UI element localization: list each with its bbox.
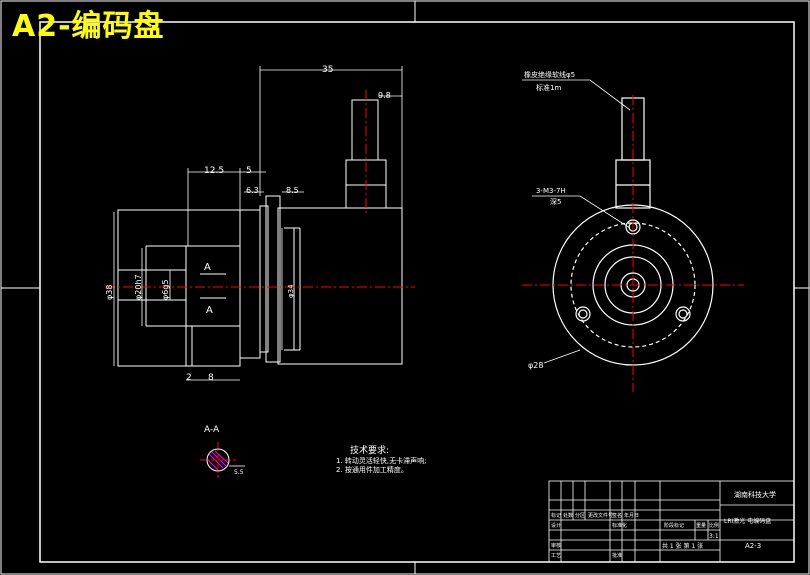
section-mark-top: A: [204, 262, 211, 273]
tb-h2: 分区: [575, 512, 585, 519]
tech-item-2: 2. 按通用件加工精度。: [336, 465, 408, 474]
tb-approve: 批准: [612, 552, 622, 559]
dim-20h7: φ20h7: [134, 274, 143, 300]
tb-sheet-info: 共 1 张 第 1 张: [662, 542, 703, 550]
tb-part-name: LRI激光 电编码盘: [724, 517, 771, 525]
dim-38: φ38: [105, 285, 114, 300]
tech-heading: 技术要求:: [350, 444, 389, 456]
dim-28: φ28: [528, 361, 543, 370]
dim-2: 2: [186, 373, 192, 383]
dim-8: 8: [208, 373, 214, 383]
tb-h4: 签名: [612, 512, 622, 519]
tb-school: 湖南科技大学: [734, 490, 776, 499]
cable-note-2: 标准1m: [536, 83, 561, 92]
section-mark-bottom: A: [206, 305, 213, 316]
dim-5: 5: [246, 166, 252, 176]
tb-scale: 3:1: [709, 533, 719, 540]
leaders: [522, 79, 631, 364]
tb-h3: 更改文件号: [588, 512, 613, 519]
tb-weight: 重量: [696, 522, 706, 529]
tb-stage: 阶段标记: [664, 522, 684, 529]
dim-34: φ34: [287, 284, 295, 298]
thread-note-2: 深5: [550, 197, 561, 206]
tech-item-1: 1. 转动灵活轻快,无卡滞声响;: [336, 456, 427, 465]
tb-r0: 设计: [551, 522, 561, 529]
title-block: [548, 480, 795, 563]
section-view: [200, 442, 245, 478]
tb-h0: 标记: [551, 512, 561, 519]
tb-h5: 年月日: [624, 512, 639, 519]
section-dim: 5.5: [234, 469, 244, 476]
tb-r1: 审核: [551, 542, 561, 549]
section-view-label: A-A: [204, 425, 220, 435]
tb-ratio: 比例: [709, 522, 719, 529]
tb-h1: 处数: [563, 512, 573, 519]
inner-frame: [39, 21, 795, 563]
dim-9-8: 9.8: [378, 91, 391, 100]
tb-std: 标准化: [612, 522, 627, 529]
dim-12-5: 12.5: [204, 166, 224, 176]
dim-6-3: 6.3: [246, 186, 259, 195]
tb-r2: 工艺: [551, 553, 561, 559]
tb-drawing-no: A2-3: [745, 542, 761, 550]
cable-note-1: 橡皮绝缘软线φ5: [524, 70, 575, 79]
dim-6g5: φ6g5: [161, 279, 170, 300]
dim-8-5: 8.5: [286, 186, 299, 195]
thread-note-1: 3-M3-7H: [536, 187, 566, 195]
dim-35: 35: [322, 65, 333, 75]
side-dimensions: [113, 66, 403, 381]
drawing-title: A2-编码盘: [12, 9, 165, 44]
side-view: [117, 99, 403, 367]
